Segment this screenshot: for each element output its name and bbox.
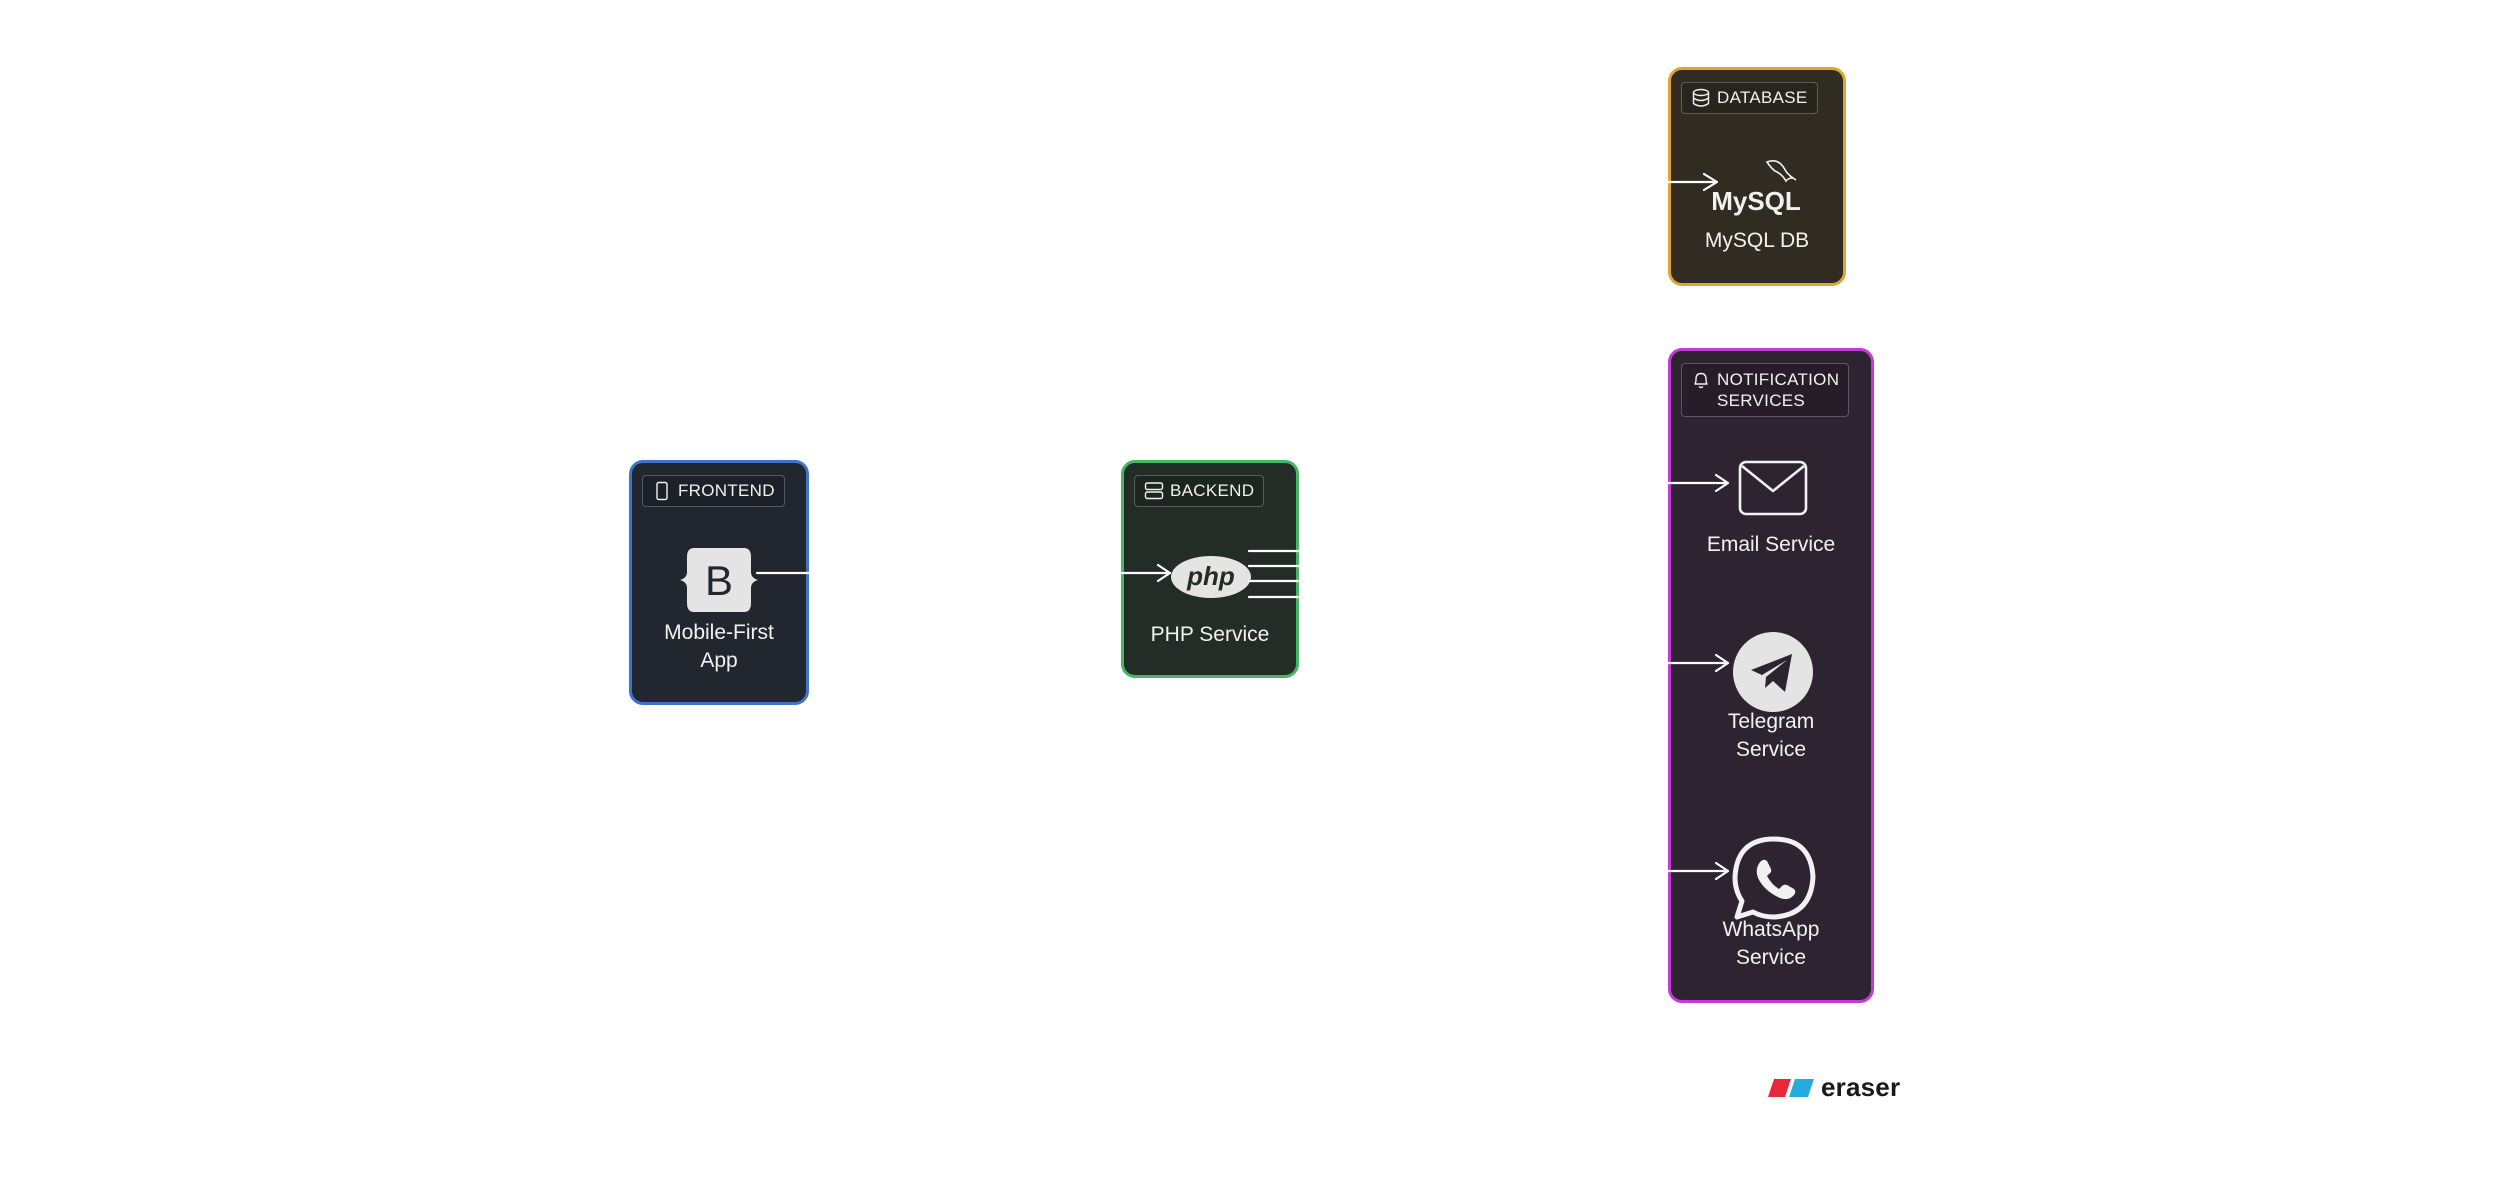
bootstrap-icon: B: [680, 548, 758, 612]
database-icon: [1692, 88, 1710, 107]
mobile-phone-icon: [656, 481, 668, 501]
node-label-mysql-db: MySQL DB: [1704, 229, 1810, 252]
node-label-mobile-first-app: Mobile-First App: [664, 621, 774, 672]
group-label-notification-services: NOTIFICATION SERVICES: [1681, 363, 1850, 417]
php-icon: php: [1171, 556, 1251, 598]
group-label-backend: BACKEND: [1134, 475, 1265, 507]
group-label-text: FRONTEND: [678, 481, 775, 500]
php-logo-text: php: [1186, 561, 1235, 591]
mysql-logo-text: MySQL: [1712, 186, 1801, 216]
mysql-icon: MySQL: [1712, 160, 1801, 216]
bootstrap-letter: B: [705, 557, 733, 604]
node-label-email-service: Email Service: [1706, 533, 1836, 556]
envelope-icon: [1738, 460, 1808, 516]
node-label-whatsapp-service: WhatsApp Service: [1722, 918, 1820, 969]
group-backend[interactable]: BACKEND php PHP Service: [1121, 460, 1306, 685]
group-frontend[interactable]: FRONTEND B Mobile-First App: [629, 460, 816, 712]
group-label-database: DATABASE: [1681, 82, 1818, 114]
node-label-php-service: PHP Service: [1150, 623, 1270, 646]
group-database[interactable]: DATABASE MySQL MySQL DB: [1668, 67, 1853, 293]
bell-icon: [1694, 372, 1708, 389]
group-label-text: DATABASE: [1717, 88, 1808, 107]
eraser-brand: eraser: [1768, 1072, 1900, 1103]
node-label-telegram-service: Telegram Service: [1727, 710, 1815, 761]
whatsapp-icon: [1732, 836, 1816, 920]
brand-name: eraser: [1821, 1072, 1901, 1102]
group-label-text: NOTIFICATION SERVICES: [1717, 370, 1840, 410]
group-label-text: BACKEND: [1170, 481, 1255, 500]
eraser-logo-icon: [1768, 1078, 1814, 1097]
telegram-icon: [1733, 632, 1813, 712]
group-notification-services[interactable]: NOTIFICATION SERVICES Email Service Tele…: [1668, 348, 1881, 1010]
server-icon: [1144, 482, 1164, 500]
group-label-frontend: FRONTEND: [642, 475, 785, 507]
